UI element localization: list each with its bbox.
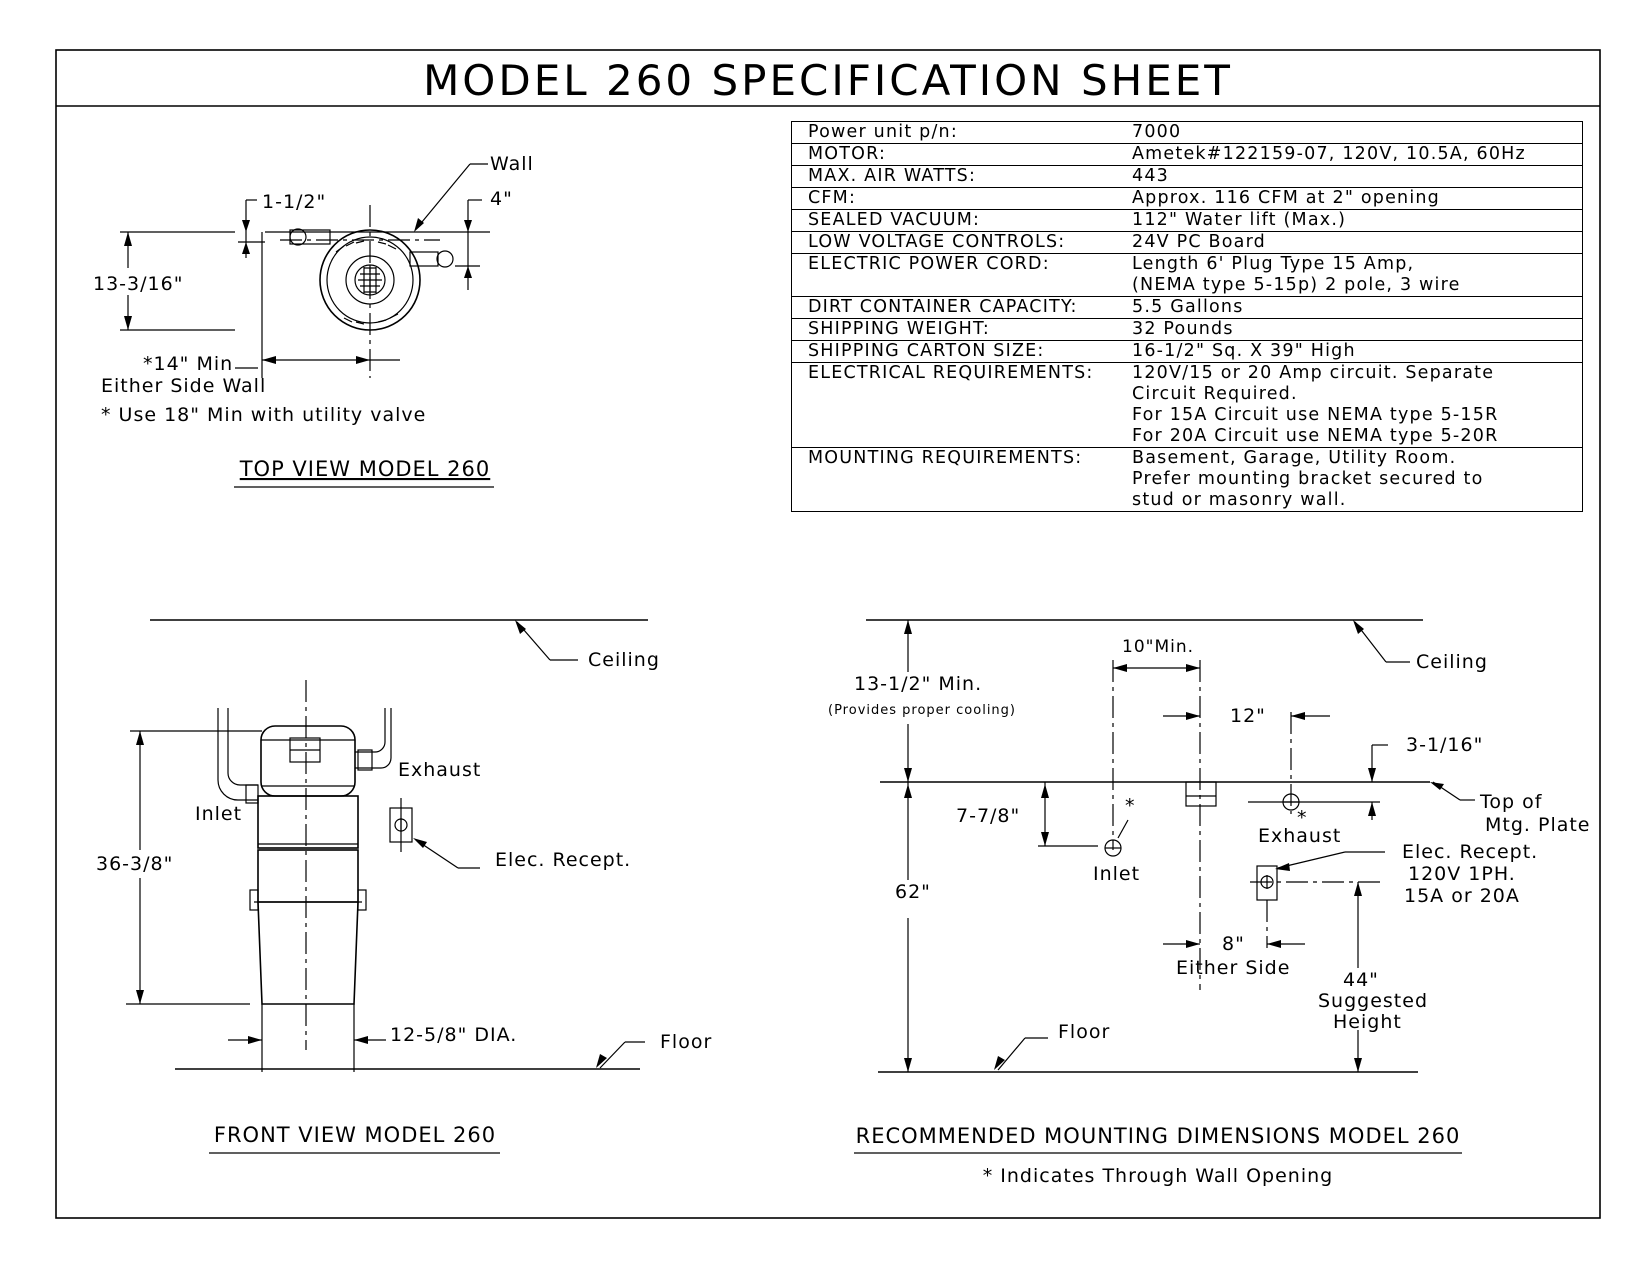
mount-dim-3-1-16: 3-1/16" [1406,734,1483,756]
spec-label: MOUNTING REQUIREMENTS: [791,447,1128,512]
spec-label: Power unit p/n: [808,122,958,142]
mount-dim-62: 62" [895,881,931,903]
spec-value: 112" Water lift (Max.) [1128,209,1583,232]
spec-label: SHIPPING WEIGHT: [791,318,1128,341]
mount-top-of: Top of [1479,791,1543,813]
spec-label: SHIPPING CARTON SIZE: [791,340,1128,363]
spec-row: MOTOR:Ametek#122159-07, 120V, 10.5A, 60H… [791,143,1583,166]
top-dim-4: 4" [490,188,513,210]
spec-row: SEALED VACUUM:112" Water lift (Max.) [791,209,1583,232]
top-min-14: *14" Min [143,353,233,375]
spec-row: Power unit p/n: 7000 [792,122,1583,144]
sheet-border [55,49,1601,1219]
front-inlet-label: Inlet [195,803,242,825]
front-floor-label: Floor [660,1031,712,1053]
top-wall-label: Wall [490,153,534,175]
spec-value: 32 Pounds [1128,318,1583,341]
spec-row: CFM:Approx. 116 CFM at 2" opening [791,187,1583,210]
spec-label: CFM: [791,187,1128,210]
mounting-note: * Indicates Through Wall Opening [983,1165,1333,1187]
mount-inlet-label: Inlet [1093,863,1140,885]
spec-row: SHIPPING CARTON SIZE:16-1/2" Sq. X 39" H… [791,340,1583,363]
mount-inlet-star: * [1125,795,1136,817]
spec-value: Basement, Garage, Utility Room. Prefer m… [1128,447,1583,512]
spec-value: 16-1/2" Sq. X 39" High [1128,340,1583,363]
mount-either-side: Either Side [1176,957,1290,979]
mount-ceiling-label: Ceiling [1416,651,1488,673]
mounting-caption: RECOMMENDED MOUNTING DIMENSIONS MODEL 26… [856,1124,1461,1148]
front-exhaust-label: Exhaust [398,759,481,781]
front-dia-label: 12-5/8" DIA. [390,1024,517,1046]
spec-row: ELECTRIC POWER CORD:Length 6' Plug Type … [791,253,1583,297]
mount-suggested: Suggested [1318,990,1428,1012]
front-view-diagram [126,619,648,1072]
spec-row: MAX. AIR WATTS:443 [791,165,1583,188]
mount-dim-12: 12" [1230,705,1266,727]
mount-elec-recept-1: Elec. Recept. [1402,841,1538,863]
mount-elec-recept-2: 120V 1PH. [1408,863,1516,885]
spec-label: DIRT CONTAINER CAPACITY: [791,296,1128,319]
mount-exhaust-star: * [1297,807,1308,829]
spec-row: SHIPPING WEIGHT:32 Pounds [791,318,1583,341]
mount-elec-recept-3: 15A or 20A [1404,885,1520,907]
top-view-caption: TOP VIEW MODEL 260 [239,457,491,481]
spec-value: 7000 [1132,122,1182,142]
spec-value: Ametek#122159-07, 120V, 10.5A, 60Hz [1128,143,1583,166]
spec-value: 24V PC Board [1128,231,1583,254]
spec-label: MOTOR: [791,143,1128,166]
spec-label: MAX. AIR WATTS: [791,165,1128,188]
spec-label: LOW VOLTAGE CONTROLS: [791,231,1128,254]
top-either-side-wall: Either Side Wall [101,375,266,397]
mount-floor-label: Floor [1058,1021,1110,1043]
mount-dim-10-min: 10"Min. [1122,637,1194,657]
spec-value: 5.5 Gallons [1128,296,1583,319]
mount-height: Height [1333,1011,1402,1033]
spec-row: LOW VOLTAGE CONTROLS:24V PC Board [791,231,1583,254]
spec-value: Length 6' Plug Type 15 Amp, (NEMA type 5… [1128,253,1583,297]
front-view-caption: FRONT VIEW MODEL 260 [214,1123,496,1147]
top-dim-1-1-2: 1-1/2" [262,191,326,213]
mount-exhaust-label: Exhaust [1258,825,1341,847]
top-dim-13-3-16: 13-3/16" [93,273,183,295]
spec-row: ELECTRICAL REQUIREMENTS:120V/15 or 20 Am… [791,362,1583,448]
top-note: * Use 18" Min with utility valve [101,404,426,426]
mount-dim-8: 8" [1222,933,1245,955]
mount-provides-cooling: (Provides proper cooling) [828,703,1016,718]
front-elec-recept-label: Elec. Recept. [495,849,631,871]
spec-value: 120V/15 or 20 Amp circuit. Separate Circ… [1128,362,1583,448]
spec-value: Approx. 116 CFM at 2" opening [1128,187,1583,210]
top-view-diagram [120,163,490,378]
page-title: MODEL 260 SPECIFICATION SHEET [423,56,1233,105]
front-dim-36-3-8: 36-3/8" [96,853,173,875]
spec-row: MOUNTING REQUIREMENTS:Basement, Garage, … [791,447,1583,512]
spec-label: ELECTRIC POWER CORD: [791,253,1128,297]
spec-row: DIRT CONTAINER CAPACITY:5.5 Gallons [791,296,1583,319]
front-ceiling-label: Ceiling [588,649,660,671]
spec-value: 443 [1128,165,1583,188]
mount-dim-7-7-8: 7-7/8" [956,805,1020,827]
spec-label: SEALED VACUUM: [791,209,1128,232]
mounting-diagram [866,619,1475,1073]
mount-mtg-plate: Mtg. Plate [1485,814,1591,836]
mount-dim-44: 44" [1343,969,1379,991]
spec-label: ELECTRICAL REQUIREMENTS: [791,362,1128,448]
mount-dim-13-1-2: 13-1/2" Min. [854,673,982,695]
